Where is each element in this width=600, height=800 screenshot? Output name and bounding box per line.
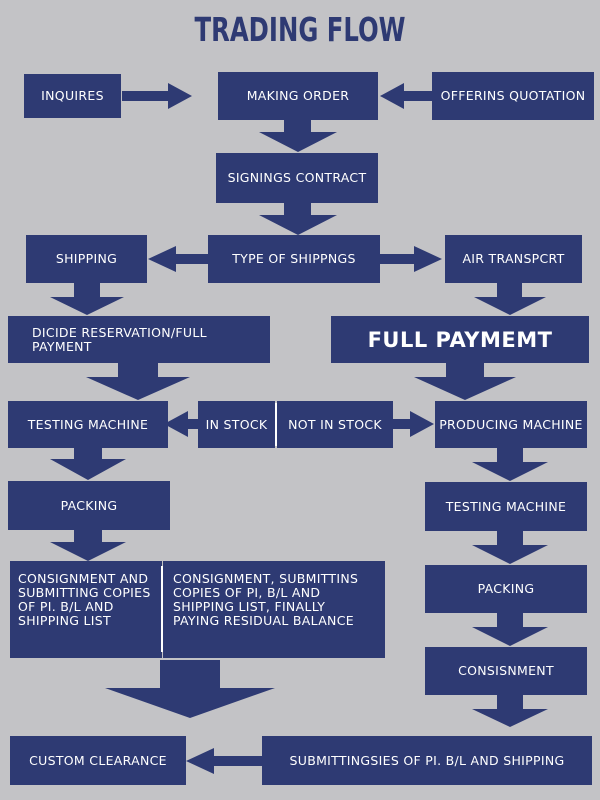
- not-in-stock-box: NOT IN STOCK: [277, 401, 393, 448]
- consisnment-box: CONSISNMENT: [425, 647, 587, 695]
- arrow-testing-to-packing-right: [472, 531, 548, 564]
- inquires-box: INQUIRES: [24, 74, 121, 118]
- producing-machine-box: PRODUCING MACHINE: [435, 401, 587, 448]
- full-paymemt-box: FULL PAYMEMT: [331, 316, 589, 363]
- stock-divider: [275, 403, 277, 446]
- packing-right-box: PACKING: [425, 565, 587, 613]
- testing-machine-left-box: TESTING MACHINE: [8, 401, 168, 448]
- signings-contract-box: SIGNINGS CONTRACT: [216, 153, 378, 203]
- dicide-reservation-box: DICIDE RESERVATION/FULL PAYMENT: [8, 316, 270, 363]
- arrow-submit-to-clearance: [186, 748, 262, 774]
- arrow-notinstock-to-producing: [392, 411, 434, 437]
- arrow-consisnment-to-submit: [472, 695, 548, 727]
- arrow-consignment-to-clearance: [105, 660, 275, 718]
- submittingsies-box: SUBMITTINGSIES OF PI. B/L AND SHIPPING: [262, 736, 592, 785]
- arrow-type-to-air: [380, 246, 442, 272]
- offerins-quotation-box: OFFERINS QUOTATION: [432, 72, 594, 120]
- arrow-quotation-to-order: [380, 83, 432, 109]
- testing-machine-right-box: TESTING MACHINE: [425, 482, 587, 531]
- arrow-contract-to-type: [259, 203, 337, 235]
- in-stock-box: IN STOCK: [198, 401, 275, 448]
- making-order-box: MAKING ORDER: [218, 72, 378, 120]
- custom-clearance-box: CUSTOM CLEARANCE: [10, 736, 186, 785]
- air-transpcrt-box: AIR TRANSPCRT: [445, 235, 582, 283]
- arrow-type-to-shipping: [148, 246, 208, 272]
- type-of-shippngs-box: TYPE OF SHIPPNGS: [208, 235, 380, 283]
- arrow-air-to-payment: [474, 283, 546, 315]
- arrow-payment-to-producing: [414, 363, 516, 400]
- consignment-left-box: CONSIGNMENT AND SUBMITTING COPIES OF PI.…: [10, 561, 162, 658]
- consignment-divider: [161, 566, 163, 652]
- arrow-packing-to-consignment: [50, 530, 126, 561]
- consignment-right-box: CONSIGNMENT, SUBMITTINS COPIES OF PI, B/…: [163, 561, 385, 658]
- arrow-order-to-contract: [259, 120, 337, 152]
- arrow-producing-to-testing: [472, 448, 548, 481]
- arrow-instock-to-testing: [164, 411, 200, 437]
- arrow-packing-to-consisnment: [472, 613, 548, 646]
- page-title: TRADING FLOW: [194, 10, 406, 49]
- arrow-reservation-to-testing: [86, 363, 190, 400]
- shipping-box: SHIPPING: [26, 235, 147, 283]
- arrow-shipping-to-reservation: [50, 283, 124, 315]
- arrow-testing-to-packing: [50, 447, 126, 480]
- packing-left-box: PACKING: [8, 481, 170, 530]
- arrow-inquires-to-order: [122, 83, 192, 109]
